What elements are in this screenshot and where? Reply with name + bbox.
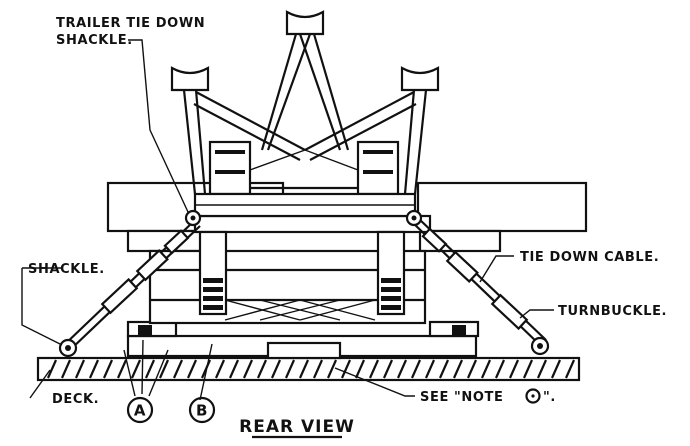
callout-a: A bbox=[126, 396, 154, 424]
base-beam bbox=[126, 320, 480, 360]
trailer-shackle-right bbox=[405, 209, 423, 227]
landing-gear-right bbox=[376, 230, 406, 316]
trailer-frame bbox=[106, 181, 588, 325]
label-see-note: SEE "NOTE bbox=[420, 390, 504, 405]
trailer-shackle-left bbox=[184, 209, 202, 227]
label-trailer-tie-down-line2: SHACKLE. bbox=[56, 33, 133, 48]
landing-gear-left bbox=[198, 230, 228, 316]
callout-a-letter: A bbox=[134, 402, 146, 420]
callout-b: B bbox=[188, 396, 216, 424]
label-shackle: SHACKLE. bbox=[28, 262, 105, 277]
view-title: REAR VIEW bbox=[239, 417, 355, 437]
label-trailer-tie-down-line1: TRAILER TIE DOWN bbox=[56, 16, 205, 31]
shackle-right bbox=[530, 336, 550, 356]
fixture-structure bbox=[170, 10, 440, 218]
callout-b-letter: B bbox=[196, 402, 208, 420]
label-turnbuckle: TURNBUCKLE. bbox=[558, 304, 667, 319]
label-see-note-end: ". bbox=[543, 390, 556, 405]
tie-down-cable-left bbox=[61, 221, 201, 351]
leader-lines bbox=[21, 39, 554, 401]
shackle-left bbox=[58, 338, 78, 358]
label-deck: DECK. bbox=[52, 392, 99, 407]
deck bbox=[36, 356, 581, 382]
label-tie-down-cable: TIE DOWN CABLE. bbox=[520, 250, 659, 265]
note-circle-icon bbox=[525, 388, 541, 404]
